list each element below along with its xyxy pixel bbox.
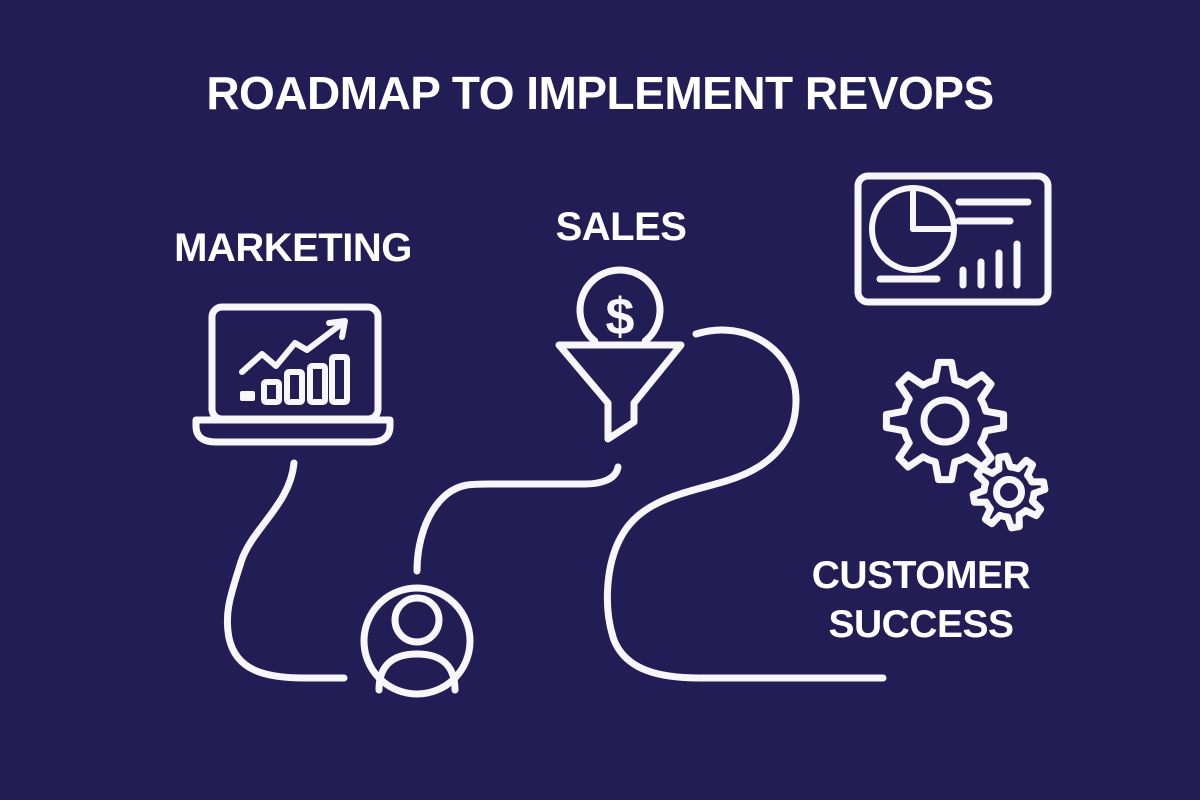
laptop-analytics-icon	[192, 303, 394, 446]
trend-arrow	[239, 318, 348, 375]
gears-icon	[882, 358, 1049, 532]
dollar-coin-icon: $	[576, 266, 664, 346]
gear-small-hub	[993, 476, 1025, 508]
gear-small	[969, 452, 1049, 532]
dollar-symbol: $	[606, 288, 635, 346]
mini-bar-chart	[959, 240, 1021, 289]
gear-large-hub	[920, 396, 970, 446]
laptop-base	[192, 416, 394, 446]
pie-chart	[869, 185, 957, 273]
label-customer-success-line1: CUSTOMER	[811, 554, 1031, 597]
connector-funnel-to-user	[413, 463, 622, 575]
sales-funnel-icon: $	[555, 266, 685, 443]
label-customer-success: CUSTOMER SUCCESS	[811, 551, 1031, 649]
user-shoulders	[375, 650, 459, 694]
dashboard-frame	[854, 172, 1052, 306]
page-title: ROADMAP TO IMPLEMENT REVOPS	[206, 67, 994, 119]
funnel-body	[555, 341, 685, 443]
label-sales: SALES	[555, 205, 687, 249]
bar-chart	[240, 354, 350, 405]
connector-marketing-to-user	[223, 459, 348, 682]
label-customer-success-line2: SUCCESS	[828, 603, 1014, 646]
dashboard-icon	[854, 172, 1052, 306]
gear-large	[882, 358, 1008, 484]
user-outer-circle	[360, 584, 474, 698]
user-head	[391, 594, 443, 646]
label-marketing: MARKETING	[174, 226, 412, 270]
user-icon	[360, 584, 474, 698]
connector-funnel-to-customer-success	[603, 326, 887, 682]
